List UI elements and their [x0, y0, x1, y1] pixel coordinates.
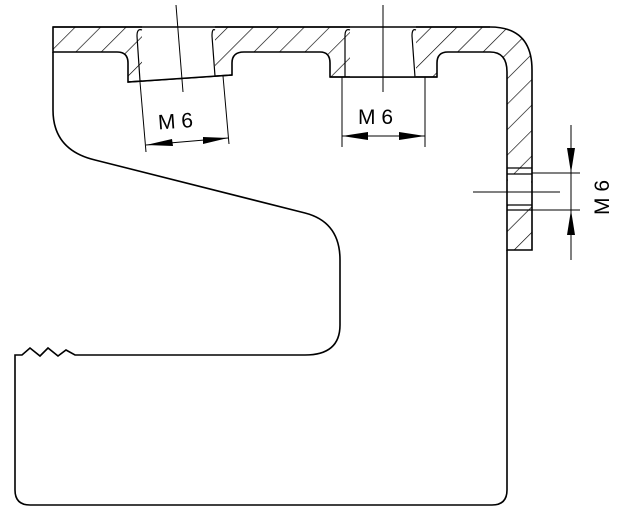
- arrow-head: [567, 210, 575, 235]
- hatched-section: [52, 26, 533, 251]
- arrow-head: [567, 148, 575, 173]
- arrow-head: [399, 132, 425, 140]
- part-outline: [14, 52, 508, 506]
- left-pocket-opening: [142, 26, 215, 81]
- dimension-label-left: M 6: [157, 109, 194, 134]
- dimension-label-side: M 6: [591, 180, 614, 215]
- arrow-head: [146, 139, 173, 146]
- side-hole-opening: [508, 174, 531, 205]
- dimension-label-middle: M 6: [358, 106, 393, 129]
- arrow-head: [203, 137, 228, 144]
- arrow-head: [342, 132, 368, 140]
